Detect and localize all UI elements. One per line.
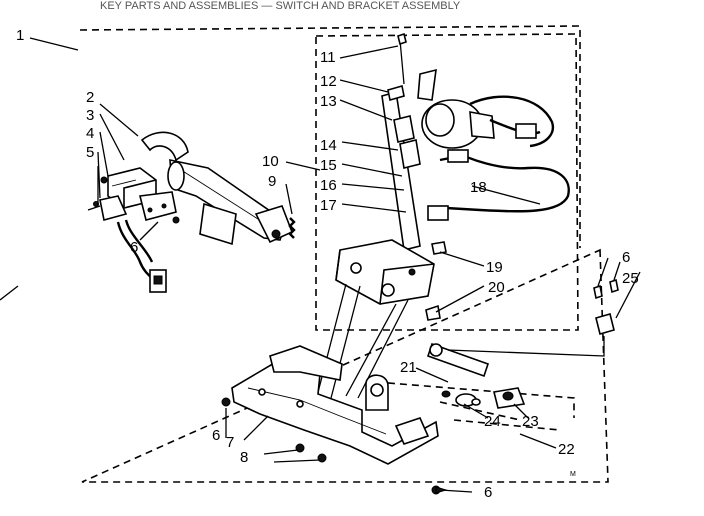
callout-3: 3 [86,107,94,124]
callout-13: 13 [320,93,337,110]
callout-8: 8 [240,449,248,466]
screw-8b [317,453,327,463]
callout-15: 15 [320,157,337,174]
rod-column [381,32,437,251]
callout-6-upper-right: 6 [622,249,630,266]
callout-6-bracket: 6 [212,427,220,444]
callout-16: 16 [320,177,337,194]
dashed-guide-3 [439,401,521,421]
callout-10: 10 [262,153,279,170]
clip-25 [595,313,615,335]
callout-labels: 1 2 3 4 5 6 7 8 9 10 11 12 13 14 15 16 1… [16,27,639,501]
knob [140,131,189,162]
clip-leader [447,336,605,357]
screw-8a [295,443,305,453]
cam-pieces [441,387,526,409]
motor [421,99,495,149]
terminal-block [139,191,177,221]
callout-23: 23 [522,413,539,430]
callout-19: 19 [486,259,503,276]
callout-2: 2 [86,89,94,106]
callout-5: 5 [86,144,94,161]
actuator-base [335,239,435,305]
screw-6a [593,284,603,300]
dashed-guide-1 [375,381,575,418]
callout-20: 20 [488,279,505,296]
callout-21: 21 [400,359,417,376]
leader-lines [29,37,641,493]
callout-6-bottom: 6 [484,484,492,501]
screw-6c [221,397,231,407]
screw-6b [609,278,619,294]
mounting-plate [199,202,237,246]
shaft-tube [167,158,294,244]
outer-border [79,25,609,483]
screw-20 [425,304,441,321]
callout-12: 12 [320,73,337,90]
inner-border [315,33,579,331]
lever-21 [426,342,490,378]
callout-17: 17 [320,197,337,214]
callout-14: 14 [320,137,337,154]
strut-left [315,283,361,403]
screw-6e [172,216,180,224]
callout-18: 18 [470,179,487,196]
arrowhead [435,486,448,494]
dashed-guide-2 [453,419,561,431]
spring-9 [288,217,296,239]
header-text: KEY PARTS AND ASSEMBLIES — SWITCH AND BR… [100,0,461,12]
callout-25: 25 [622,270,639,287]
callout-7: 7 [226,434,234,451]
callout-6: 6 [130,239,138,256]
lever-pin [429,343,443,357]
edge-line [0,285,19,301]
screw-19 [431,241,447,255]
callout-9: 9 [268,173,276,190]
callout-22: 22 [558,441,575,458]
callout-11: 11 [320,49,336,66]
lower-bracket [231,345,439,465]
callout-1: 1 [16,27,24,44]
switch-wire-harness [116,219,167,293]
corner-mark: M [570,471,576,478]
callout-24: 24 [484,413,501,430]
callout-4: 4 [86,125,94,142]
wire-harness-18 [427,95,570,221]
